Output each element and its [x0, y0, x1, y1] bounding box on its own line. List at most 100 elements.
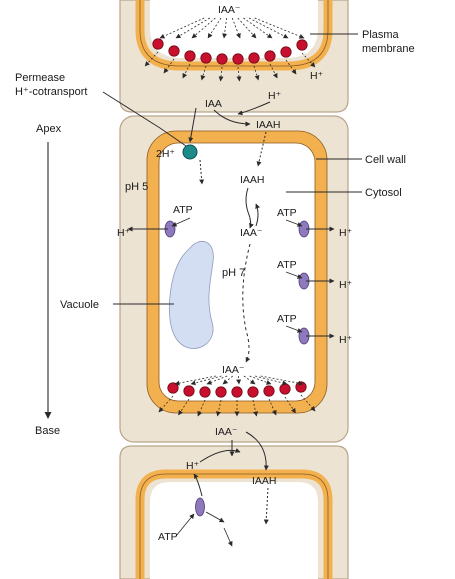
svg-text:membrane: membrane	[362, 43, 415, 55]
flow-arrow-icon	[231, 17, 241, 39]
flow-arrow-icon	[158, 395, 174, 413]
flow-arrow-icon	[256, 131, 267, 167]
flow-arrow-icon	[248, 17, 289, 39]
permease-icon	[182, 144, 198, 160]
iaa-minus-top: IAA⁻	[218, 4, 241, 16]
flow-arrow-icon	[252, 399, 258, 417]
auxin-efflux-carrier-icon	[263, 385, 275, 397]
vacuole-label: Vacuole	[60, 299, 99, 311]
auxin-efflux-carrier-icon	[215, 386, 227, 398]
flow-arrow-icon	[237, 17, 257, 39]
flow-arrow-icon	[269, 63, 278, 79]
auxin-efflux-carrier-icon	[183, 385, 195, 397]
h-plus-top-right: H⁺	[310, 70, 324, 82]
flow-arrow-icon	[182, 63, 191, 79]
h-plus-right-1: H⁺	[339, 227, 353, 239]
flow-arrow-icon	[222, 17, 228, 39]
flow-arrow-icon	[213, 109, 251, 127]
iaa-minus-apoplast-lower: IAA⁻	[215, 426, 238, 438]
flow-arrow-icon	[268, 398, 277, 416]
flow-arrow-icon	[171, 217, 191, 227]
flow-arrow-icon	[285, 59, 297, 75]
flow-arrow-icon	[193, 473, 203, 497]
h-plus-lower-cell: H⁺	[186, 460, 200, 472]
auxin-efflux-carrier-icon	[184, 50, 196, 62]
flow-arrow-icon	[243, 17, 273, 39]
flow-arrow-icon	[300, 394, 316, 412]
h-plus-right-3: H⁺	[339, 334, 353, 346]
iaa-minus-cytosol: IAA⁻	[240, 227, 263, 239]
permease-leader	[102, 91, 187, 147]
auxin-efflux-carrier-icon	[200, 52, 212, 64]
cytosol-label: Cytosol	[365, 187, 402, 199]
iaa-minus-basal: IAA⁻	[222, 364, 245, 376]
flow-arrow-icon	[216, 399, 222, 417]
flow-arrow-icon	[175, 513, 195, 537]
flow-arrow-icon	[245, 187, 254, 229]
flow-arrow-icon	[144, 51, 159, 67]
flow-arrow-icon	[260, 375, 304, 386]
flow-arrow-icon	[253, 65, 260, 81]
svg-text:Plasma: Plasma	[362, 29, 400, 41]
flow-arrow-icon	[254, 17, 305, 39]
flow-arrow-icon	[190, 375, 222, 386]
flow-arrow-icon	[199, 159, 205, 185]
flow-arrow-icon	[191, 17, 216, 39]
auxin-efflux-carrier-icon	[167, 382, 179, 394]
auxin-efflux-carrier-icon	[248, 52, 260, 64]
flow-arrow-icon	[163, 58, 175, 74]
auxin-efflux-carrier-icon	[232, 53, 244, 65]
flow-arrow-icon	[223, 527, 233, 547]
base-label: Base	[35, 425, 60, 437]
flow-arrow-icon	[237, 101, 271, 116]
two-h-label: 2H⁺	[156, 148, 175, 160]
auxin-efflux-carrier-icon	[296, 39, 308, 51]
auxin-efflux-carrier-icon	[152, 38, 164, 50]
flow-arrow-icon	[255, 375, 288, 386]
plasma-membrane-label: Plasma membrane	[362, 29, 415, 55]
ph7-label: pH 7	[222, 267, 245, 279]
flow-arrow-icon	[200, 65, 207, 81]
flow-arrow-icon	[245, 431, 269, 471]
flow-arrow-icon	[301, 52, 316, 68]
cell-wall-label: Cell wall	[365, 154, 406, 166]
flow-arrow-icon	[285, 271, 303, 279]
flow-arrow-icon	[197, 399, 206, 417]
auxin-efflux-carrier-icon	[279, 383, 291, 395]
flow-arrow-icon	[175, 17, 211, 39]
iaah-cytosol: IAAH	[240, 174, 265, 186]
apex-label: Apex	[36, 123, 62, 135]
proton-atpase-icon	[195, 497, 205, 517]
auxin-efflux-carrier-icon	[247, 386, 259, 398]
atp-left-label: ATP	[173, 204, 193, 216]
permease-label: Permease H⁺-cotransport	[15, 72, 87, 98]
ph5-label: pH 5	[125, 181, 148, 193]
vacuole	[168, 240, 214, 349]
flow-arrow-icon	[285, 325, 303, 333]
flow-arrow-icon	[285, 219, 303, 227]
atp-right-2-label: ATP	[277, 259, 297, 271]
auxin-efflux-carrier-icon	[264, 50, 276, 62]
auxin-efflux-carrier-icon	[280, 46, 292, 58]
flow-arrow-icon	[188, 107, 197, 143]
h-plus-left: H⁺	[117, 227, 131, 239]
h-plus-right-2: H⁺	[339, 279, 353, 291]
flow-arrow-icon	[236, 375, 242, 385]
lower-cell	[119, 445, 349, 579]
flow-arrow-icon	[284, 396, 296, 414]
flow-arrow-icon	[174, 375, 217, 386]
h-plus-apoplast-upper: H⁺	[268, 90, 282, 102]
flow-arrow-icon	[205, 511, 225, 523]
atp-lower-label: ATP	[158, 531, 178, 543]
atp-right-1-label: ATP	[277, 207, 297, 219]
iaa-apoplast-upper: IAA	[205, 98, 222, 110]
auxin-efflux-carrier-icon	[199, 386, 211, 398]
flow-arrow-icon	[199, 448, 241, 463]
svg-text:Permease: Permease	[15, 72, 65, 84]
auxin-efflux-carrier-icon	[216, 53, 228, 65]
flow-arrow-icon	[178, 398, 190, 416]
auxin-efflux-carrier-icon	[168, 45, 180, 57]
atp-right-3-label: ATP	[277, 313, 297, 325]
main-cell	[119, 115, 349, 443]
